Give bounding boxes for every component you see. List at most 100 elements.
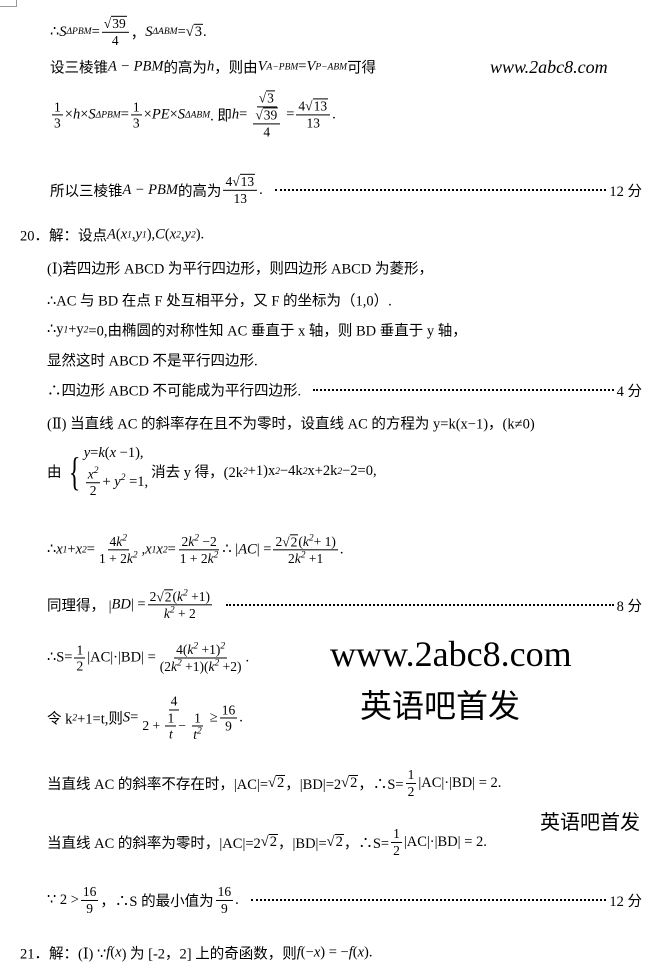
text: = [167,541,176,558]
text: 的高为 [163,60,207,77]
denominator: 3 [52,115,63,131]
radicand: 39 [111,15,127,32]
math-var: h [231,106,240,123]
superscript: 2 [194,533,199,544]
numerator: 1 [165,710,177,727]
radicand: 3 [193,23,203,40]
text: +1)( [181,659,209,674]
text: x+2k [307,463,338,480]
score-label: 12 分 [609,893,642,910]
text: = [286,106,295,123]
text: 3 [132,115,140,131]
superscript: 2 [213,550,219,561]
denominator: 1 + 2k2 [178,550,221,566]
text: 2 [393,842,400,858]
superscript: 2 [302,467,308,477]
text: 1 [167,710,175,726]
text: . [259,181,263,198]
math-var: x [75,541,83,558]
radical-sign: √ [268,774,276,791]
math-var: S [145,23,153,40]
text: ∴四边形 ABCD 不可能成为平行四边形. [47,383,302,400]
score-label: 12 分 [609,183,642,200]
subscript: P−ABM [315,62,348,72]
text: ，|BD|= [278,835,327,852]
text: = [90,445,99,462]
text: −4k [280,463,303,480]
text: . [332,106,336,123]
text: −1), [116,445,144,462]
superscript: 2 [193,641,199,652]
denominator: 3 [131,115,142,131]
document-line: ∴AC 与 BD 在点 F 处互相平分，又 F 的坐标为（1,0）. [47,290,392,311]
text: 1 + 2 [179,550,208,566]
square-root: √13 [305,98,329,115]
text: 9 [225,718,232,734]
math-var: x [145,541,152,558]
text: ( [352,944,358,961]
text: × [64,106,73,123]
math-var: h [72,106,81,123]
fraction: 4(k2 +1)2(2k2 +1)(k2 +2) [158,641,244,674]
text: 4( [176,641,188,657]
text: =1, [125,473,149,490]
math-var: k [207,550,214,566]
math-var: f [296,944,301,961]
text: 2 [335,833,343,850]
text: ), [146,226,156,243]
math-var: k [187,641,194,657]
text: |AC|·|BD| = 2. [418,774,502,791]
text: 2 [350,774,358,791]
denominator: 9 [223,718,234,734]
text: × [80,106,89,123]
score-leader: 12 分 [274,181,642,200]
text: 3 [194,23,202,40]
text: 显然这时 ABCD 不是平行四边形. [47,353,258,370]
denominator: 2 [88,483,99,499]
text: = [298,58,307,75]
text: = [130,709,139,726]
math-var: S [122,709,131,726]
math-var: A [107,226,116,243]
text: + 1) [313,533,336,549]
math-var: A − PBM [108,58,164,75]
text: 4 [111,32,119,48]
text: . [235,891,239,908]
denominator: (2k2 +1)(k2 +2) [158,659,244,675]
text: 1 [194,709,201,725]
radicand: 2 [276,774,286,792]
square-root: √3 [186,23,203,40]
math-var: y [83,445,91,462]
text: 9 [86,900,94,916]
text: − [178,717,190,733]
text: | = [130,596,146,613]
superscript: 2 [275,467,280,477]
subscript: ΔPBM [66,26,92,37]
superscript: 2 [220,641,226,652]
radicand: 2 [289,533,299,550]
numerator: 1 [52,99,63,116]
math-var: A − PBM [122,181,178,198]
text: |AC|·|BD| = [87,649,156,666]
text: ，|BD|=2 [285,776,342,793]
text: 2 + [142,717,164,733]
text: ( [172,588,178,604]
text: 所以三棱锥 [50,183,123,200]
text: × [169,106,178,123]
radicand: 2 [268,833,278,851]
text: 1 [393,825,400,841]
document-line: (Ⅱ) 当直线 AC 的斜率存在且不为零时，设直线 AC 的方程为 y=k(x−… [47,413,535,434]
numerator: 1 [192,710,203,727]
text: 3 [267,90,274,106]
subscript: 1 [141,230,147,240]
